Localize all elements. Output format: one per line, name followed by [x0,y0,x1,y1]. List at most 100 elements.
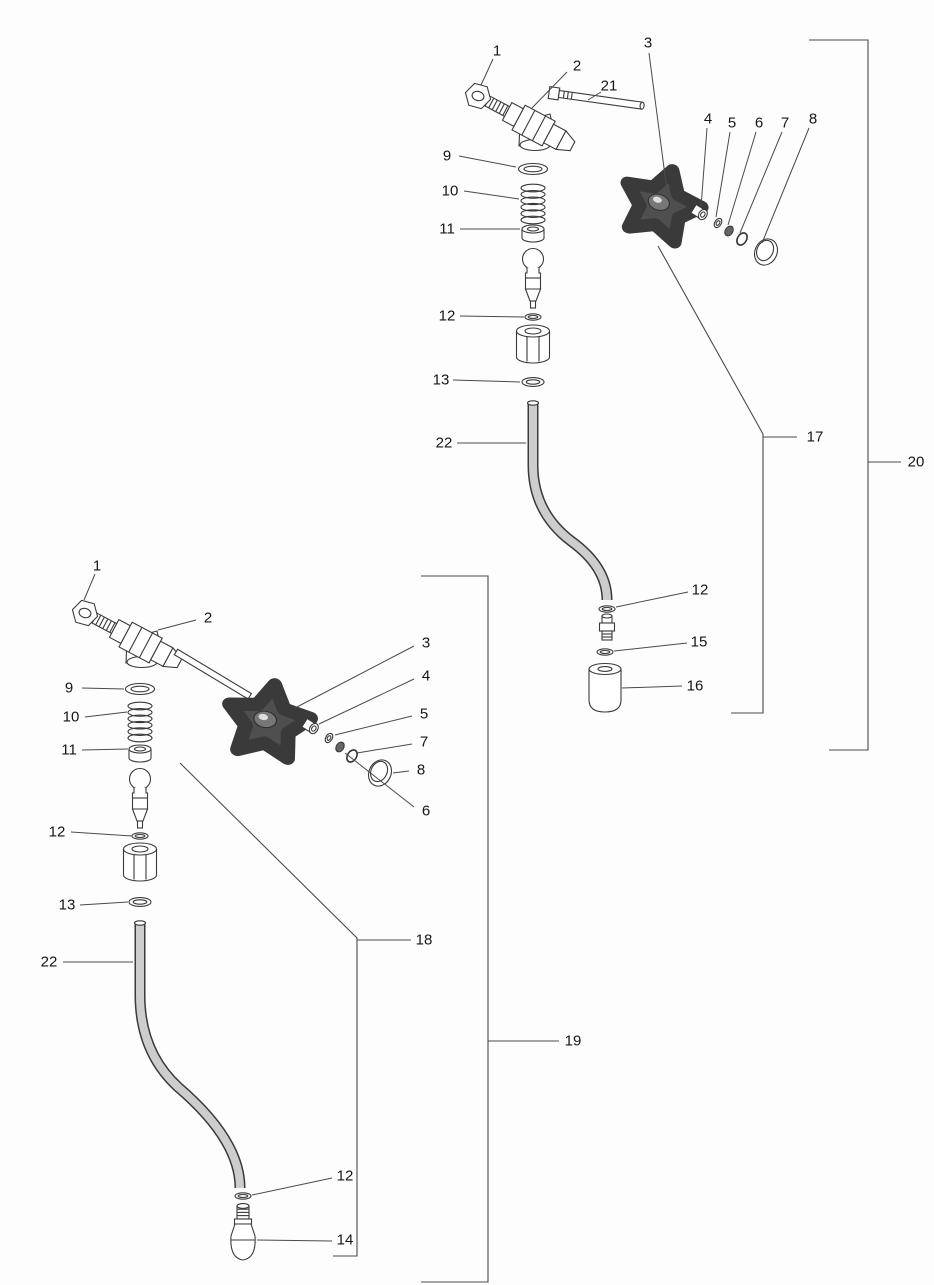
callout-top-part-9: 9 [442,147,452,165]
hex-fitting [515,324,551,364]
spring-10 [520,183,546,225]
callout-top-part-21: 21 [600,77,618,95]
callout-top-part-17: 17 [806,428,824,446]
cap-8 [749,234,783,270]
callout-bottom-part-10: 10 [62,708,80,726]
ring-7-b [343,747,361,765]
o-ring-12-pipe-b [234,1192,252,1200]
callout-top-part-12-pipe: 12 [691,581,709,599]
leader-16 [621,685,683,689]
callout-top-part-20: 20 [907,453,925,471]
callout-bottom-part-7: 7 [419,733,429,751]
o-ring-12 [524,313,542,321]
steam-tip [598,613,616,641]
leader-7-b [356,743,413,754]
o-ring-15 [596,648,614,656]
leader-12-b [70,831,133,837]
leader-5-b [334,715,413,736]
callout-top-part-13: 13 [432,371,450,389]
callout-top-part-12: 12 [438,307,456,325]
leader-10-b [84,711,128,718]
valve-body-2 [480,88,580,160]
valve-stem-b [128,767,152,829]
callout-top-part-7: 7 [780,114,790,132]
leader-12-pipe [615,591,689,608]
ring-7 [733,230,751,248]
valve-body-2-b [87,605,187,677]
leader-lines-bottom [63,573,415,1242]
washer-5 [712,216,724,230]
spindle-rod-21 [547,86,645,110]
callout-top-part-15: 15 [690,633,708,651]
callout-bottom-part-8: 8 [416,761,426,779]
callout-top-part-22: 22 [435,434,453,452]
leader-8-b [392,770,410,774]
leader-lines-top [452,52,810,689]
callout-bottom-part-9: 9 [64,679,74,697]
callout-bottom-part-2: 2 [203,609,213,627]
o-ring-12-pipe [598,605,616,613]
callout-bottom-part-12-pipe: 12 [336,1167,354,1185]
leader-9 [458,155,517,168]
steam-pipe-22 [526,400,613,601]
callout-top-part-6: 6 [754,114,764,132]
leader-1 [480,58,494,86]
leader-21 [587,91,602,101]
callout-bottom-part-19: 19 [564,1032,582,1050]
hex-fitting-b [122,842,158,882]
callout-top-part-10: 10 [441,182,459,200]
callout-top-part-3: 3 [643,34,653,52]
o-ring-9-b [124,682,156,696]
callout-top-part-2: 2 [572,57,582,75]
bushing-11 [521,224,545,243]
leader-14-b [256,1239,333,1242]
nut-6-b [333,740,347,754]
leader-9-b [81,687,125,690]
leader-13-b [79,901,129,906]
assembly-top [452,39,901,751]
callout-bottom-part-11: 11 [61,741,77,759]
leader-3 [648,52,668,192]
assembly-bottom [63,573,559,1283]
callout-bottom-part-13: 13 [58,896,76,914]
o-ring-13-b [128,897,152,907]
leader-12-pipe-b [251,1177,333,1196]
o-ring-12-b [131,832,149,840]
steam-pipe-22-b [133,920,246,1189]
leader-1-b [83,573,96,601]
washer-5-b [323,731,335,745]
bracket-17 [657,245,797,714]
spindle-rod-b [173,648,253,700]
callout-bottom-part-4: 4 [421,667,431,685]
bracket-20 [809,39,901,751]
callout-top-part-8: 8 [808,110,818,128]
bracket-18 [179,762,411,1257]
bushing-11-b [128,744,152,763]
nozzle-14 [230,1203,256,1261]
callout-top-part-11: 11 [439,220,455,238]
leader-15 [613,642,688,652]
nut-6 [722,224,736,238]
callout-top-part-4: 4 [703,110,713,128]
leader-11-b [81,748,129,751]
leader-8 [761,127,810,244]
callout-top-part-1: 1 [492,42,502,60]
leader-10 [463,190,520,200]
leader-5 [715,131,731,218]
leader-13 [452,379,521,383]
leader-4 [700,127,708,208]
bracket-19 [421,575,559,1283]
leader-2-b [157,619,197,631]
callout-bottom-part-12: 12 [48,823,66,841]
o-ring-9 [517,162,549,176]
leader-6-b [344,752,415,808]
callout-top-part-5: 5 [727,114,737,132]
leader-6 [727,131,757,226]
leader-2 [531,71,568,109]
leader-4-b [318,678,415,725]
spring-10-b [127,701,153,743]
cap-8-b [363,755,397,791]
nozzle-16 [588,662,622,713]
callout-bottom-part-5: 5 [419,705,429,723]
